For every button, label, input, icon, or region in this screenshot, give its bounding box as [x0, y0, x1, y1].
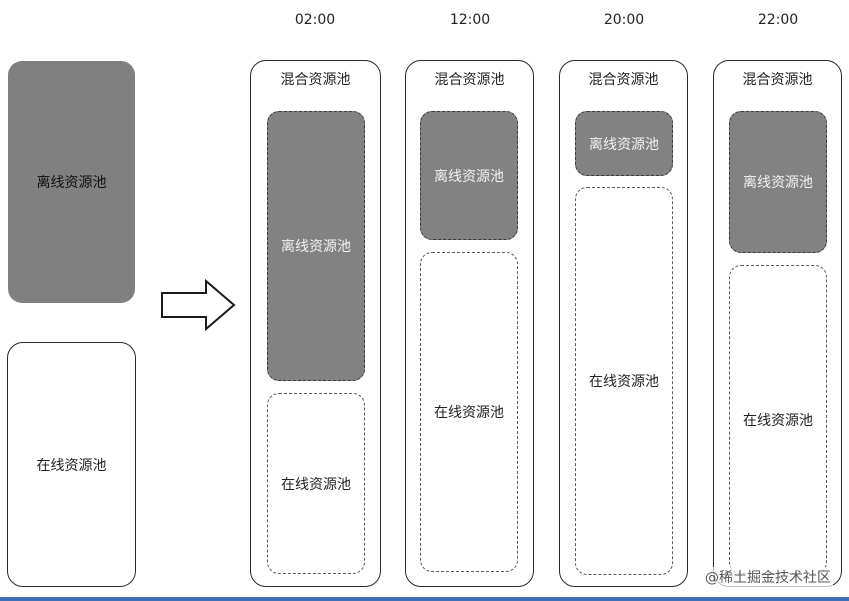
- offline-pool-label: 离线资源池: [434, 168, 504, 185]
- footer-bar: [0, 597, 849, 601]
- mixed-pool-title: 混合资源池: [434, 72, 505, 88]
- online-pool-label: 在线资源池: [434, 405, 504, 421]
- offline-pool-box: 离线资源池: [8, 61, 135, 303]
- watermark: @稀土掘金技术社区: [703, 567, 833, 587]
- offline-pool-label: 离线资源池: [281, 239, 351, 255]
- online-pool-0200: 在线资源池: [267, 393, 365, 574]
- online-pool-label: 在线资源池: [743, 412, 813, 429]
- offline-pool-label: 离线资源池: [589, 136, 659, 153]
- offline-pool-1200: 离线资源池: [420, 111, 518, 240]
- offline-pool-label: 离线资源池: [36, 175, 107, 191]
- mixed-pool-title: 混合资源池: [280, 72, 351, 88]
- mixed-pool-title: 混合资源池: [742, 72, 813, 88]
- time-label-0200: 02:00: [294, 12, 336, 28]
- offline-pool-2200: 离线资源池: [729, 111, 827, 253]
- time-label-2000: 20:00: [603, 12, 645, 28]
- online-pool-label: 在线资源池: [281, 476, 351, 493]
- time-label-2200: 22:00: [757, 12, 799, 28]
- right-arrow-icon: [161, 279, 236, 331]
- online-pool-label: 在线资源池: [589, 374, 659, 390]
- offline-pool-2000: 离线资源池: [575, 111, 673, 176]
- online-pool-2000: 在线资源池: [575, 187, 673, 575]
- online-pool-2200: 在线资源池: [729, 265, 827, 574]
- online-pool-1200: 在线资源池: [420, 252, 518, 572]
- online-pool-box: 在线资源池: [7, 342, 136, 587]
- mixed-pool-title: 混合资源池: [588, 72, 659, 88]
- online-pool-label: 在线资源池: [36, 457, 107, 474]
- offline-pool-0200: 离线资源池: [267, 111, 365, 381]
- offline-pool-label: 离线资源池: [743, 175, 813, 191]
- time-label-1200: 12:00: [449, 12, 491, 28]
